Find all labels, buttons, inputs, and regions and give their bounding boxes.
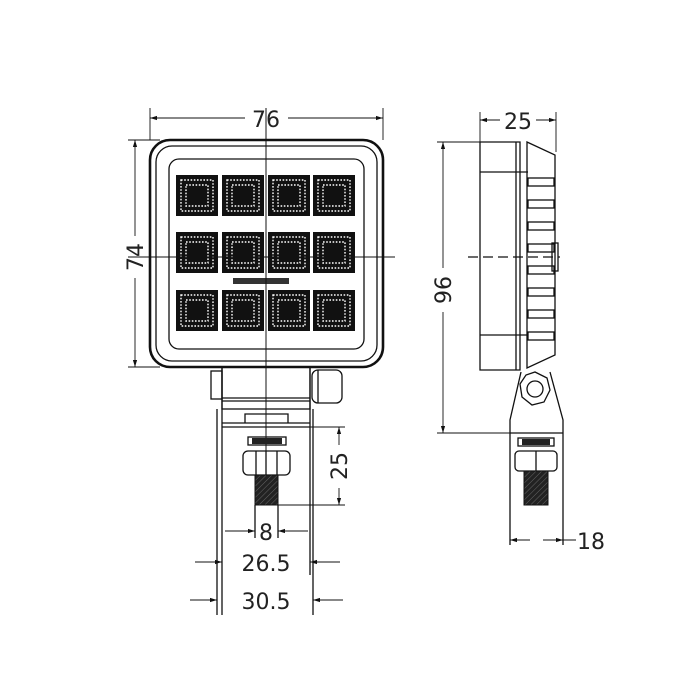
stud-length-label: 25 bbox=[328, 452, 353, 480]
nut-right bbox=[311, 369, 343, 404]
bracket-width-label: 18 bbox=[577, 530, 605, 555]
fin bbox=[527, 243, 555, 253]
dimension-bracket-width: 18 bbox=[510, 530, 605, 555]
fin bbox=[527, 287, 555, 297]
led-module bbox=[313, 290, 355, 331]
led-module bbox=[268, 290, 310, 331]
fin bbox=[527, 309, 555, 319]
dimension-total-height: 96 bbox=[432, 141, 510, 434]
pivot-nut bbox=[519, 371, 551, 406]
led-grid bbox=[176, 175, 355, 331]
heat-sink-fins bbox=[527, 177, 555, 341]
led-module bbox=[176, 232, 218, 273]
fin bbox=[527, 265, 555, 275]
dimension-depth: 25 bbox=[479, 110, 557, 152]
mounting-bracket bbox=[210, 366, 343, 615]
depth-label: 25 bbox=[504, 110, 532, 135]
mounting-stud bbox=[242, 436, 291, 538]
led-module bbox=[268, 232, 310, 273]
side-bracket bbox=[509, 371, 564, 545]
height-label: 74 bbox=[124, 243, 149, 271]
logo-mark bbox=[233, 278, 289, 284]
fin bbox=[527, 177, 555, 187]
fin bbox=[527, 331, 555, 341]
total-height-label: 96 bbox=[432, 276, 457, 304]
led-module bbox=[313, 175, 355, 216]
width-label: 76 bbox=[252, 108, 280, 133]
pivot-bolt bbox=[526, 380, 544, 398]
dimension-width: 76 bbox=[149, 108, 384, 140]
dimension-stud-length: 25 bbox=[278, 426, 353, 506]
side-view: 25 96 18 bbox=[432, 110, 605, 555]
led-module bbox=[268, 175, 310, 216]
led-module bbox=[222, 232, 264, 273]
side-lens bbox=[479, 141, 521, 371]
fin bbox=[527, 199, 555, 209]
led-module bbox=[222, 290, 264, 331]
led-module bbox=[176, 175, 218, 216]
dimension-bracket-outer: 30.5 bbox=[190, 590, 343, 615]
bracket-outer-label: 30.5 bbox=[242, 590, 291, 615]
bolt-head-left bbox=[210, 370, 223, 400]
dimension-stud-diameter: 8 bbox=[225, 521, 308, 546]
front-view: 76 74 25 8 26.5 30.5 bbox=[124, 108, 395, 615]
bracket-inner-label: 26.5 bbox=[242, 552, 291, 577]
stud-diameter-label: 8 bbox=[259, 521, 273, 546]
dimension-height: 74 bbox=[124, 139, 160, 368]
led-module bbox=[222, 175, 264, 216]
led-module bbox=[176, 290, 218, 331]
led-module bbox=[313, 232, 355, 273]
heat-sink bbox=[526, 140, 556, 370]
fin bbox=[527, 221, 555, 231]
side-stud bbox=[514, 437, 558, 506]
dimension-bracket-inner: 26.5 bbox=[195, 552, 340, 577]
stud-thread bbox=[254, 474, 279, 506]
